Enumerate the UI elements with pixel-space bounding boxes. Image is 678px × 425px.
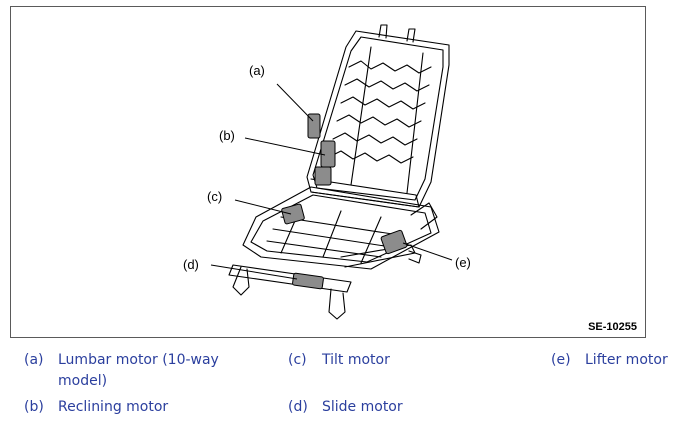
spring-4 (336, 114, 422, 128)
legend-item-a: (a) Lumbar motor (10-way model) (24, 350, 274, 394)
legend-item-d: (d) Slide motor (288, 397, 488, 419)
spring-6 (328, 150, 414, 164)
seat-frame-illustration (210, 24, 453, 320)
legend-item-c: (c) Tilt motor (288, 350, 488, 372)
spring-2 (344, 78, 430, 92)
callout-a: (a) (249, 63, 265, 78)
legend-key: (c) (288, 352, 307, 368)
spring-3 (340, 96, 426, 110)
leader-b (244, 137, 326, 156)
callout-e: (e) (455, 255, 471, 270)
leader-e (402, 242, 453, 261)
legend-key: (d) (288, 399, 308, 415)
leader-c (234, 199, 292, 215)
callout-c: (c) (207, 189, 223, 204)
callout-d: (d) (183, 257, 199, 272)
lumbar-motor (307, 113, 321, 139)
leader-a (276, 83, 314, 122)
reclining-motor (320, 140, 336, 168)
spring-5 (332, 132, 418, 146)
figure-frame: (a) (b) (c) (d) (e) SE-10255 (10, 6, 646, 338)
legend-key: (a) (24, 352, 44, 368)
slide-motor (292, 272, 324, 290)
spring-1 (348, 60, 432, 74)
legend-key: (b) (24, 399, 44, 415)
legend-text: Tilt motor (322, 352, 390, 368)
legend-item-e: (e) Lifter motor (551, 350, 676, 372)
lifter-motor (380, 229, 408, 255)
legend-key: (e) (551, 352, 571, 368)
legend-text: Reclining motor (58, 399, 169, 415)
legend-item-b: (b) Reclining motor (24, 397, 274, 419)
legend-text: Lifter motor (585, 352, 668, 368)
seat-cushion-frame (242, 186, 440, 270)
legend-text: Slide motor (322, 399, 403, 415)
figure-code: SE-10255 (588, 321, 637, 333)
legend-text: Lumbar motor (10-way model) (58, 352, 219, 389)
tilt-motor (281, 203, 305, 225)
seatback-frame (306, 30, 450, 208)
leader-d (210, 264, 298, 280)
callout-b: (b) (219, 128, 235, 143)
